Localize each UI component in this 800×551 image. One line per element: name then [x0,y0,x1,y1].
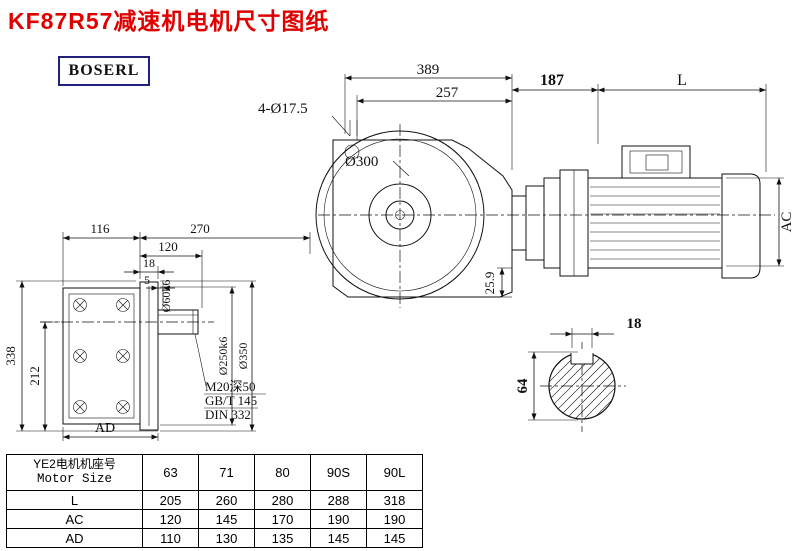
dim-270: 270 [190,221,210,236]
table-header-cell: YE2电机机座号 Motor Size [7,455,143,491]
output-flange [139,281,159,431]
dimension-lines [19,75,782,440]
dim-120: 120 [158,239,178,254]
dimension-labels: 389 257 4-Ø17.5 Ø300 25.9 187 L AC 116 2… [3,62,795,436]
shaft-section [548,349,616,420]
output-shaft [157,309,199,335]
dim-18: 18 [143,256,155,270]
size-col-71: 71 [199,455,255,491]
dim-5: 5 [144,273,150,287]
size-col-63: 63 [143,455,199,491]
table-cell: 205 [143,491,199,510]
note-din: DIN 332 [205,407,251,422]
row-label-AD: AD [7,529,143,548]
dim-350: Ø350 [236,343,250,370]
table-cell: 135 [255,529,311,548]
table-cell: 145 [367,529,423,548]
row-label-L: L [7,491,143,510]
table-cell: 280 [255,491,311,510]
table-cell: 170 [255,510,311,529]
dim-187: 187 [540,72,564,89]
size-col-90l: 90L [367,455,423,491]
dim-212: 212 [27,366,42,386]
table-header-cn: YE2电机机座号 [33,457,116,472]
dim-338: 338 [3,346,18,366]
dim-flange-dia: Ø300 [345,154,378,170]
motor-view [511,145,761,279]
table-cell: 130 [199,529,255,548]
size-col-80: 80 [255,455,311,491]
dim-AD: AD [95,421,115,436]
table-cell: 145 [199,510,255,529]
note-gb: GB/T 145 [205,393,257,408]
dim-64: 64 [515,378,531,394]
motor-size-table: YE2电机机座号 Motor Size 63 71 80 90S 90L L 2… [6,454,423,548]
dim-key-18: 18 [627,316,642,332]
table-cell: 190 [367,510,423,529]
page-title: KF87R57减速机电机尺寸图纸 [8,8,330,34]
terminal-box [621,145,691,179]
dim-250: Ø250k6 [216,337,230,376]
keyway [570,353,594,365]
table-cell: 120 [143,510,199,529]
side-view [62,281,199,431]
table-cell: 260 [199,491,255,510]
table-cell: 318 [367,491,423,510]
table-cell: 190 [311,510,367,529]
size-col-90s: 90S [311,455,367,491]
table-cell: 145 [311,529,367,548]
table-header-en: Motor Size [36,472,112,487]
dim-257: 257 [436,85,459,101]
dim-shaft-dia: Ø60k6 [159,280,173,313]
row-label-AC: AC [7,510,143,529]
dim-L: L [677,72,687,89]
dim-holes: 4-Ø17.5 [258,101,308,117]
flange-bolts [73,298,130,414]
dim-116: 116 [90,221,110,236]
boserl-logo-text: BOSERL [68,62,140,79]
fan-cowl [721,173,761,279]
dim-AC: AC [779,212,795,233]
table-cell: 110 [143,529,199,548]
table-cell: 288 [311,491,367,510]
note-thread: M20深50 [205,379,256,394]
dim-389: 389 [417,62,440,78]
dim-25-9: 25.9 [482,272,497,295]
motor-fins [590,186,720,260]
boserl-logo: BOSERL [58,56,150,86]
